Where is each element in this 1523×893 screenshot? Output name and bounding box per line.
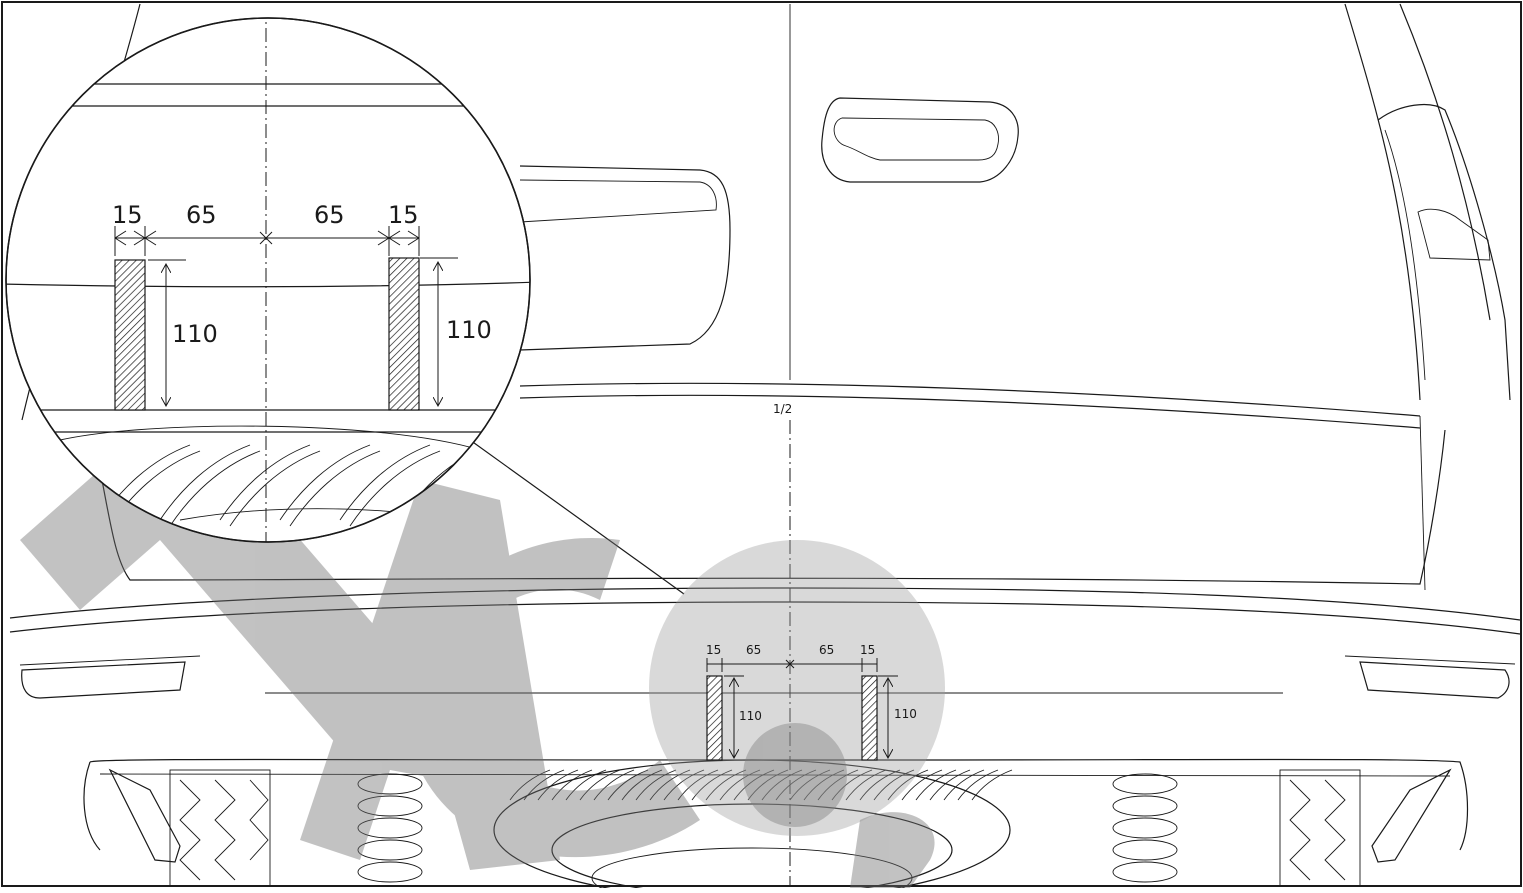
detail-dim-110-left: 110 — [172, 320, 218, 348]
small-dim-15-right: 15 — [860, 643, 875, 657]
detail-dim-15-right: 15 — [388, 201, 419, 229]
detail-magnifier: 15 65 65 15 110 110 — [5, 17, 531, 543]
small-dim-110-right: 110 — [894, 707, 917, 721]
leader-line — [469, 439, 685, 595]
center-label: 1/2 — [773, 402, 792, 416]
small-dim-15-left: 15 — [706, 643, 721, 657]
highlight-disk — [649, 540, 945, 836]
left-reflector — [21, 661, 186, 699]
small-dim-65-left: 65 — [746, 643, 761, 657]
bumper-dimension-set: 15 65 65 15 110 110 — [706, 643, 917, 761]
door-handle — [821, 97, 1019, 183]
small-dim-110-left: 110 — [739, 709, 762, 723]
left-coil-spring — [357, 773, 423, 883]
watermark — [20, 320, 935, 888]
spare-tire — [493, 759, 1013, 893]
detail-dim-65-right: 65 — [314, 201, 345, 229]
detail-dim-110-right: 110 — [446, 316, 492, 344]
detail-dim-65-left: 65 — [186, 201, 217, 229]
right-coil-spring — [1112, 773, 1178, 883]
detail-dim-15-left: 15 — [112, 201, 143, 229]
small-dim-65-right: 65 — [819, 643, 834, 657]
right-reflector — [1359, 661, 1510, 699]
